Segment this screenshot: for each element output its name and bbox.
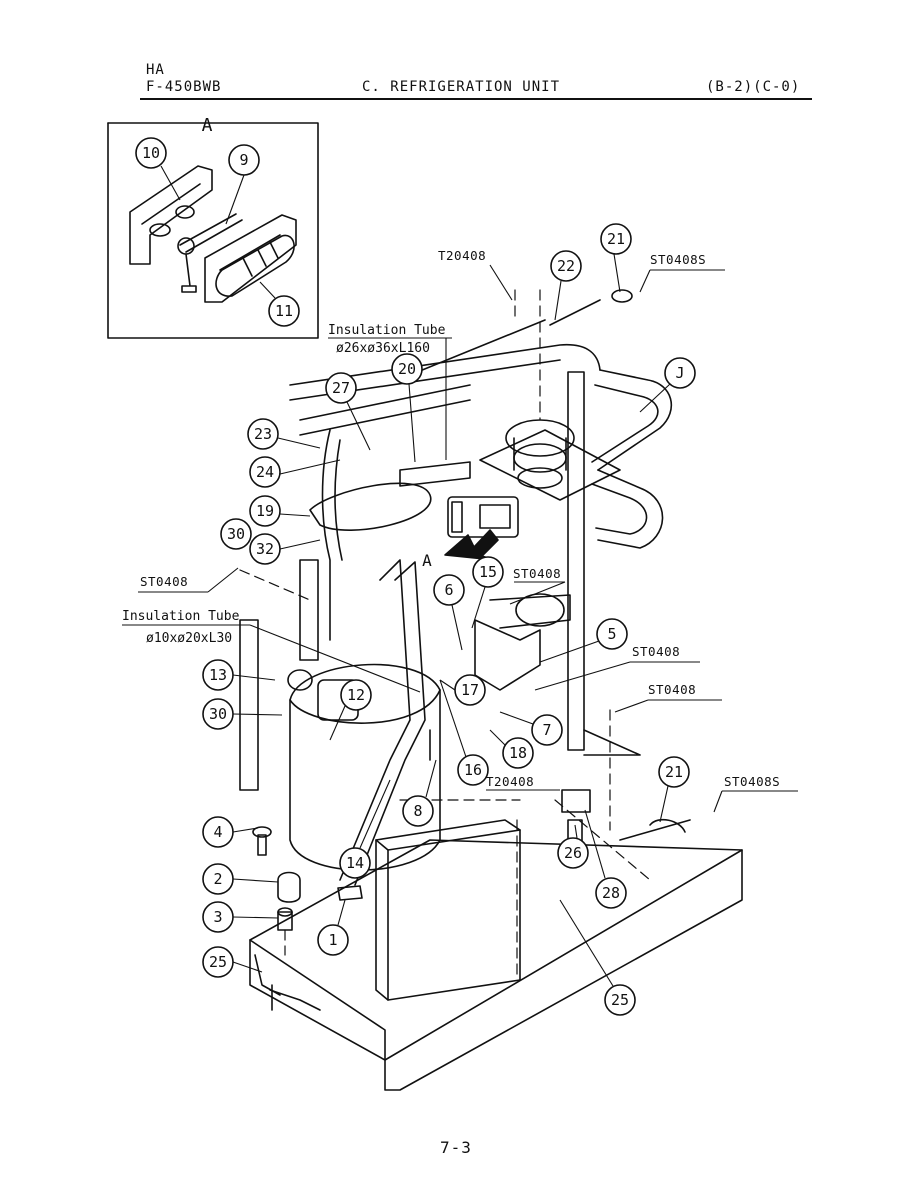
screw-label: ST0408 <box>513 566 561 581</box>
insulation-note-2-title: Insulation Tube <box>122 609 240 624</box>
callout-label: 11 <box>275 302 293 320</box>
callout-label: 1 <box>328 931 337 949</box>
callout-label: 21 <box>665 763 683 781</box>
callout-label: 7 <box>542 721 551 739</box>
callout-label: 18 <box>509 744 527 762</box>
callout-label: 20 <box>398 360 416 378</box>
callout-label: 27 <box>332 379 350 397</box>
callout-label: 10 <box>142 144 160 162</box>
callout-label: 26 <box>564 844 582 862</box>
header-brand: HA <box>146 62 165 78</box>
callout-label: 6 <box>444 581 453 599</box>
screw-label: ST0408 <box>632 644 680 659</box>
valve-assembly <box>399 461 571 691</box>
callout-label: 25 <box>611 991 629 1009</box>
page-number: 7-3 <box>440 1138 472 1157</box>
view-a-label: A <box>422 551 432 570</box>
callout-label: 23 <box>254 425 272 443</box>
screw-label: ST0408S <box>724 774 780 789</box>
detail-inset-a <box>107 122 319 339</box>
callout-label: 28 <box>602 884 620 902</box>
callout-label: 12 <box>347 686 365 704</box>
insulation-note-1-title: Insulation Tube <box>328 323 446 338</box>
callout-label: 24 <box>256 463 274 481</box>
receiver-box <box>375 819 521 1001</box>
screw-label: T20408 <box>438 248 486 263</box>
callout-label: 30 <box>227 525 245 543</box>
frame-posts <box>239 371 641 791</box>
view-arrow <box>444 529 499 561</box>
insulation-note-2-size: ø10xø20xL30 <box>146 631 232 646</box>
insulation-note-1-size: ø26xø36xL160 <box>336 341 430 356</box>
callout-label: 2 <box>213 870 222 888</box>
header-codes: (B-2)(C-0) <box>706 79 801 95</box>
callout-label: 22 <box>557 257 575 275</box>
inset-label: A <box>202 115 213 136</box>
insulation-notes: Insulation Tube ø26xø36xL160 Insulation … <box>122 323 446 646</box>
callouts <box>135 137 696 1016</box>
callout-label: 13 <box>209 666 227 684</box>
header-rule <box>140 98 812 100</box>
header-model: F-450BWB <box>146 79 222 95</box>
callout-label: 14 <box>346 854 364 872</box>
fittings <box>252 789 686 931</box>
screw-labels: T20408 ST0408S ST0408 ST0408 ST0408 ST04… <box>140 248 780 789</box>
callout-label: 30 <box>209 705 227 723</box>
callout-label: 9 <box>239 151 248 169</box>
callout-label: 4 <box>213 823 222 841</box>
callout-label: 25 <box>209 953 227 971</box>
callout-label: 3 <box>213 908 222 926</box>
callout-leaders <box>122 165 798 987</box>
callout-label: 17 <box>461 681 479 699</box>
screw-label: ST0408S <box>650 252 706 267</box>
screw-label: T20408 <box>486 774 534 789</box>
callout-label: 16 <box>464 761 482 779</box>
condenser-tubes <box>289 343 672 549</box>
compressor <box>287 663 441 871</box>
dashed-leaders <box>239 289 651 981</box>
callout-label: 19 <box>256 502 274 520</box>
callout-numbers: 10 9 11 21 22 20 27 J 23 24 19 30 32 15 … <box>142 144 685 1009</box>
callout-label: 21 <box>607 230 625 248</box>
callout-label: 8 <box>413 802 422 820</box>
fan-motor <box>479 419 621 501</box>
header-section-title: C. REFRIGERATION UNIT <box>362 79 561 95</box>
base-plate <box>249 839 743 1091</box>
callout-label: J <box>675 364 684 382</box>
screw-label: ST0408 <box>648 682 696 697</box>
piping <box>254 289 691 1011</box>
screw-label: ST0408 <box>140 574 188 589</box>
callout-label: 15 <box>479 563 497 581</box>
callout-label: 32 <box>256 540 274 558</box>
callout-label: 5 <box>607 625 616 643</box>
